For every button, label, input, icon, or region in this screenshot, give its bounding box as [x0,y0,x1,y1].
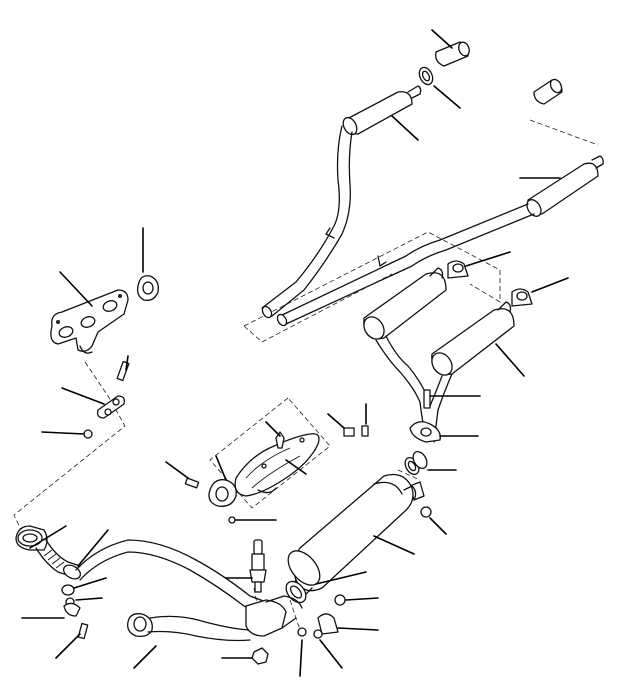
manifold-gasket [136,227,159,301]
downpipe-hardware [21,577,107,659]
exhaust-manifold [50,271,129,354]
stud [327,403,369,437]
hanger-bracket-left [447,251,511,279]
intermediate-silencer-right [431,301,525,377]
front-downpipe-assembly [15,525,303,669]
catalytic-converter [287,473,417,596]
rear-silencer-right [519,155,604,217]
manifold-support-bracket [41,355,130,439]
intermediate-pipe-assembly [261,125,535,327]
sealing-ring [404,450,457,476]
bolt [423,389,481,409]
rear-tailpipe-sleeve-right [533,78,563,105]
nut [221,647,269,665]
cat-front-clamp [297,594,379,677]
flange-clamp [409,421,479,443]
rear-clamp-ring-left [418,66,461,109]
heat-shield [234,421,320,497]
intermediate-silencer-left [363,267,447,340]
heat-shield-flange [165,455,277,524]
oxygen-sensor [225,539,267,593]
y-pipe-section [375,335,453,443]
rear-tailpipe-sleeve-left [431,29,470,67]
hanger-bracket-right [511,277,569,307]
rear-silencer-left [342,85,422,141]
